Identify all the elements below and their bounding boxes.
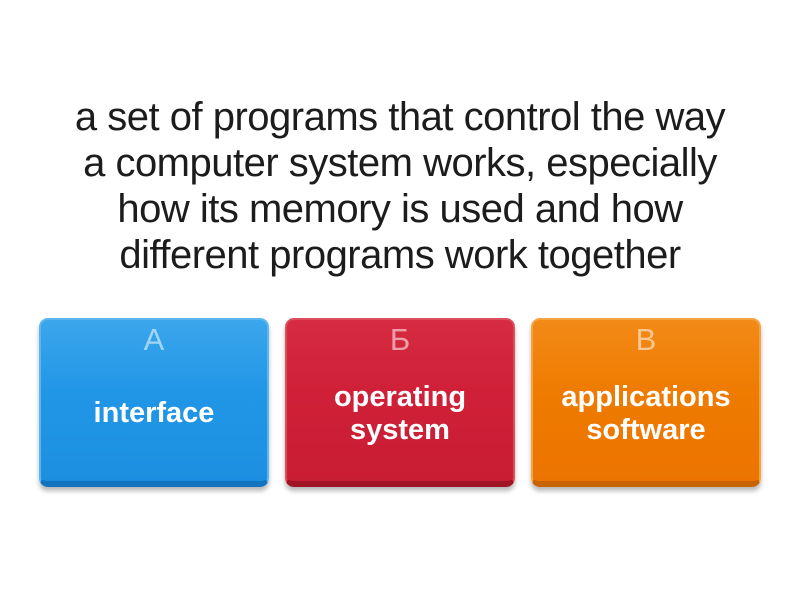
- answer-button-applications-software[interactable]: В applications software: [531, 318, 761, 487]
- answer-text-interface: interface: [93, 397, 215, 429]
- answer-options-row: А interface Б operating system В applica…: [39, 318, 761, 487]
- answer-letter-b: Б: [389, 322, 411, 357]
- answer-button-interface[interactable]: А interface: [39, 318, 269, 487]
- answer-letter-v: В: [635, 322, 657, 357]
- answer-letter-a: А: [143, 322, 165, 357]
- answer-text-operating-system: operating system: [333, 380, 467, 446]
- question-text: a set of programs that control the way a…: [74, 95, 726, 277]
- answer-button-operating-system[interactable]: Б operating system: [285, 318, 515, 487]
- answer-text-applications-software: applications software: [561, 380, 731, 446]
